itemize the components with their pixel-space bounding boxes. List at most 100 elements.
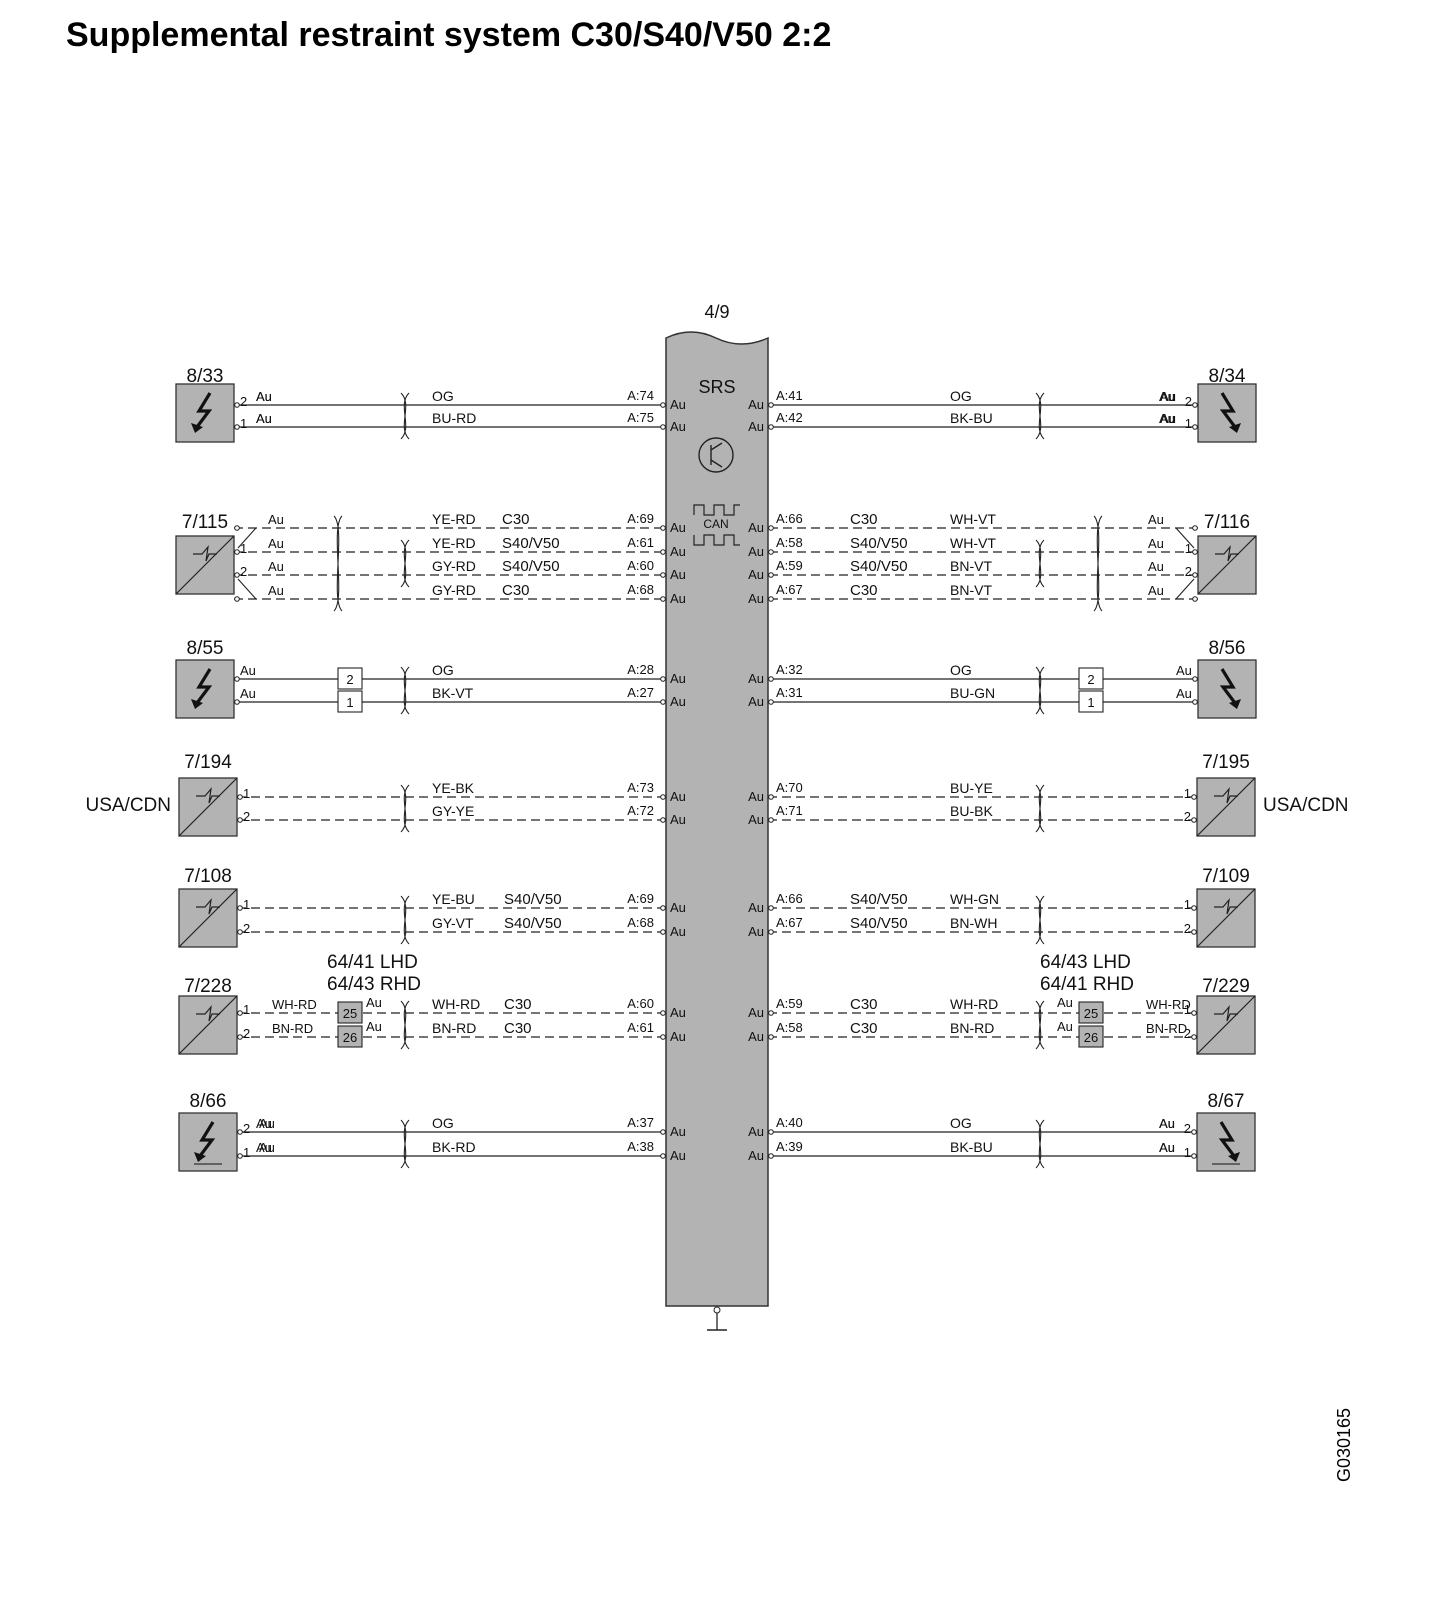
terminal-dot: [234, 549, 240, 555]
pin-dot: [768, 402, 774, 408]
module-pin: A:37: [627, 1115, 654, 1130]
wire-color: WH-VT: [950, 535, 996, 551]
pin-metal: Au: [670, 924, 686, 939]
terminal-number: 1: [240, 416, 247, 431]
pin-dot: [660, 699, 666, 705]
connector-pin: 26: [343, 1030, 357, 1045]
wire-label: Au: [268, 583, 284, 598]
terminal-dot: [234, 424, 240, 430]
pretensioner2-icon: [1196, 1112, 1256, 1172]
terminal-number: 2: [1184, 921, 1191, 936]
twisted-pair-symbol: [400, 666, 410, 715]
wire-label: Au: [268, 512, 284, 527]
pin-dot: [660, 549, 666, 555]
wire-color: YE-RD: [432, 511, 476, 527]
pin-dot: [768, 794, 774, 800]
wire-color: WH-GN: [950, 891, 999, 907]
module-pin: A:41: [776, 388, 803, 403]
model-variant: C30: [502, 582, 530, 599]
wire-label: Au: [1159, 1116, 1175, 1131]
pin-metal: Au: [670, 1005, 686, 1020]
pin-dot: [768, 596, 774, 602]
connector-cavity: [337, 667, 363, 690]
model-variant: S40/V50: [850, 535, 908, 552]
pin-dot: [660, 402, 666, 408]
pin-dot: [660, 1129, 666, 1135]
wire-color: WH-RD: [432, 996, 480, 1012]
terminal-number: 2: [240, 394, 247, 409]
terminal-dot: [237, 1010, 243, 1016]
curtain-icon: [1197, 535, 1257, 595]
connector-cavity: [1078, 690, 1104, 713]
pin-metal: Au: [670, 520, 686, 535]
wire-color: YE-RD: [432, 535, 476, 551]
pin-dot: [768, 1153, 774, 1159]
wire-color: YE-BU: [432, 891, 475, 907]
terminal-number: 2: [243, 809, 250, 824]
twisted-pair-symbol: [400, 895, 410, 945]
terminal-dot: [234, 572, 240, 578]
module-pin: A:66: [776, 891, 803, 906]
module-pin: A:28: [627, 662, 654, 677]
model-variant: C30: [504, 996, 532, 1013]
wire-label: Au: [268, 559, 284, 574]
pin-metal: Au: [748, 671, 764, 686]
terminal-number: 2: [1185, 394, 1192, 409]
pin-metal: Au: [670, 1029, 686, 1044]
model-variant: C30: [502, 511, 530, 528]
model-variant: S40/V50: [504, 915, 562, 932]
component-box: [1197, 659, 1257, 719]
right-row-7-116: 7/116WH-VTC30A:66AuAuWH-VTS40/V50A:58AuA…: [748, 511, 1257, 612]
connector-pin: 2: [346, 672, 353, 687]
terminal-dot: [237, 794, 243, 800]
wire-label: Au: [240, 663, 256, 678]
terminal-number: 1: [243, 897, 250, 912]
component-id: 7/195: [1202, 752, 1250, 773]
terminal-dot: [1191, 1129, 1197, 1135]
terminal-number: 1: [1185, 416, 1192, 431]
connector-pin: 1: [346, 695, 353, 710]
component-id: 7/228: [184, 976, 232, 997]
terminal-number: 1: [240, 541, 247, 556]
wire-label: Au: [1148, 583, 1164, 598]
component-box: [1196, 1112, 1256, 1172]
model-variant: S40/V50: [850, 558, 908, 575]
module-id: 4/9: [704, 302, 729, 322]
pin-dot: [768, 572, 774, 578]
pretensioner-icon: [1197, 659, 1257, 719]
pretensioner-icon: [175, 659, 235, 719]
component-id: 8/56: [1209, 638, 1246, 659]
wire-color: BU-BK: [950, 803, 993, 819]
wire-label: Au: [1148, 559, 1164, 574]
wire-label: Au: [240, 686, 256, 701]
wire-color: BK-BU: [950, 410, 993, 426]
module-pin: A:68: [627, 582, 654, 597]
pin-metal: Au: [748, 812, 764, 827]
pin-dot: [660, 596, 666, 602]
wire-color: BK-BU: [950, 1139, 993, 1155]
connector-metal: Au: [1057, 1019, 1073, 1034]
terminal-number: 2: [243, 1121, 250, 1136]
module-pin: A:69: [627, 511, 654, 526]
component-id: 7/115: [182, 512, 228, 533]
terminal-dot: [1192, 424, 1198, 430]
terminal-number: 2: [1184, 1026, 1191, 1041]
pin-metal: Au: [748, 1148, 764, 1163]
wire-color: BN-WH: [950, 915, 997, 931]
wire-color: BU-GN: [950, 685, 995, 701]
component-id: 7/116: [1204, 512, 1250, 533]
terminal-number: 1: [243, 1145, 250, 1160]
sensor-icon: [178, 777, 238, 837]
pin-dot: [660, 1010, 666, 1016]
module-pin: A:74: [627, 388, 654, 403]
pin-metal: Au: [748, 567, 764, 582]
pin-dot: [768, 525, 774, 531]
wire-color: GY-RD: [432, 558, 476, 574]
wire-label: BN-RD: [272, 1021, 313, 1036]
wire-color: BN-RD: [950, 1020, 994, 1036]
pin-metal: Au: [748, 900, 764, 915]
